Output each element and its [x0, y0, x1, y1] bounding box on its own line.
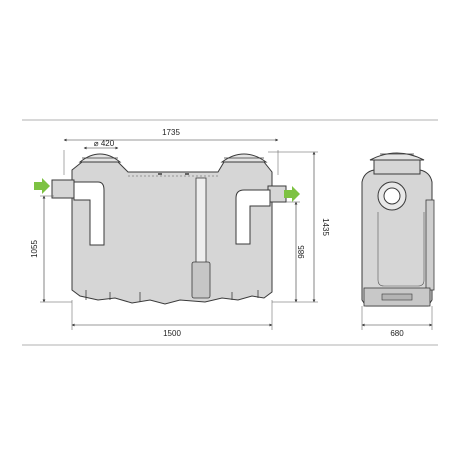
width-label: 680	[390, 329, 404, 338]
dim-overall-length: 1735	[63, 128, 279, 175]
outlet-baffle	[235, 189, 271, 245]
center-sludge-pipe	[195, 177, 207, 267]
inlet-height-label: 1055	[30, 240, 39, 258]
side-cover	[369, 152, 425, 161]
inlet-pipe	[51, 179, 75, 199]
inlet-arrow-icon	[34, 178, 50, 194]
manhole-diameter-label: ⌀ 420	[94, 139, 115, 148]
outlet-pipe	[267, 185, 287, 203]
outlet-arrow-icon	[284, 186, 300, 202]
center-pump	[191, 261, 211, 299]
side-neck	[373, 159, 421, 175]
outlet-height-label: 985	[297, 245, 306, 259]
tank-body	[71, 161, 273, 305]
overall-height-label: 1435	[321, 218, 330, 236]
dim-base-length: 1500	[71, 300, 273, 338]
tank-front-view	[51, 153, 287, 305]
dim-inlet-height: 1055	[30, 195, 72, 303]
side-rim	[425, 199, 435, 291]
dim-width: 680	[361, 306, 433, 338]
tank-side-view	[361, 152, 435, 307]
inlet-baffle	[73, 181, 105, 246]
base-length-label: 1500	[163, 329, 181, 338]
dim-outlet-height: 985	[272, 201, 306, 303]
dim-overall-height: 1435	[268, 151, 330, 303]
overall-length-label: 1735	[162, 128, 180, 137]
dim-manhole: ⌀ 420	[83, 139, 119, 150]
side-inner-outline	[377, 212, 425, 287]
